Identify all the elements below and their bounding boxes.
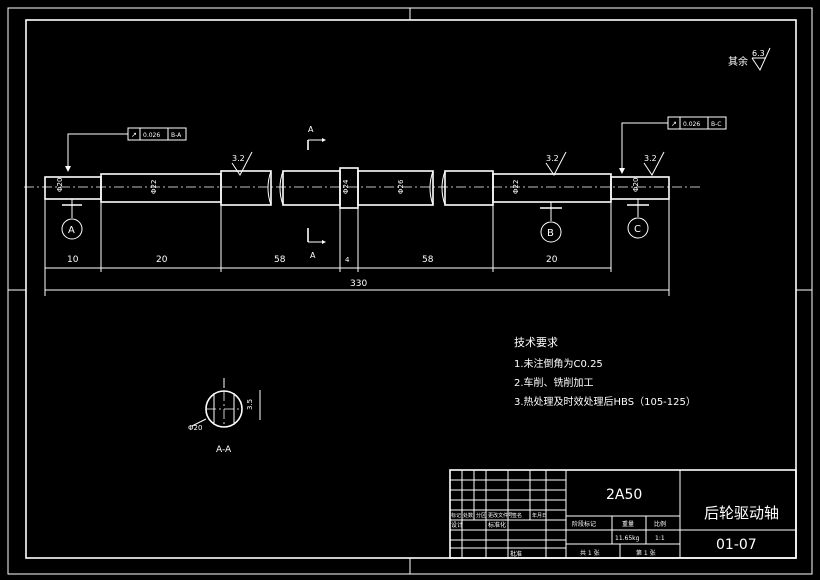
svg-text:0.026: 0.026 [683,121,700,128]
section-view: Φ20 3.5 A-A [188,378,261,455]
dia-label: Φ20 [56,178,64,192]
section-view-title: A-A [216,445,232,455]
tb-row-label: 标记 [451,512,461,519]
tb-design-label: 设计 [451,521,463,529]
default-roughness-label: 其余 [728,55,748,68]
tb-row-label: 分区 [476,512,486,519]
roughness-value: 3.2 [546,154,559,163]
dim-seg4: 4 [345,256,350,264]
drawing-frame [25,19,797,559]
tech-requirements: 技术要求 1.未注倒角为C0.25 2.车削、铣削加工 3.热处理及时效处理后H… [514,336,696,408]
section-flat: 3.5 [246,399,254,410]
tb-row-label: 年月日 [532,512,547,519]
svg-text:B-C: B-C [711,121,721,128]
tb-scale: 1:1 [655,535,665,542]
tb-approve-label: 批准 [510,550,522,558]
datum-a-label: A [68,225,75,236]
tech-item: 2.车削、铣削加工 [514,376,594,389]
dia-label: Φ22 [512,180,520,194]
datum-markers: A B C [61,199,649,243]
tb-drawing-no: 01-07 [716,537,757,553]
outer-frame [7,7,813,575]
dia-label: Φ24 [342,179,350,194]
tb-stage-label: 阶段标记 [572,520,596,528]
tb-row-label: 签名 [512,512,522,519]
tb-row-label: 更改文件号 [488,512,513,519]
tech-title: 技术要求 [514,336,558,349]
roughness-value: 3.2 [644,154,657,163]
tb-part-name: 后轮驱动轴 [704,504,779,522]
tb-sheet: 第 1 张 [636,549,656,557]
roughness-symbols: 3.2 3.2 3.2 [231,151,665,176]
default-roughness: 其余 6.3 [728,47,771,72]
dia-label: Φ22 [150,180,158,194]
shaft-outline [44,167,670,209]
tb-scale-label: 比例 [654,520,666,528]
roughness-value: 3.2 [232,154,245,163]
tb-standardize-label: 标准化 [488,521,506,529]
default-roughness-value: 6.3 [752,49,765,58]
title-block: 标记 处数 分区 更改文件号 签名 年月日 设计 标准化 批准 2A50 阶段标… [449,469,797,559]
dimensions: 10 20 58 4 58 20 330 [44,199,670,296]
tolerance-frame-left: ↗ 0.026 B-A [65,127,187,172]
tech-item: 3.热处理及时效处理后HBS（105-125） [514,395,696,408]
svg-text:↗: ↗ [671,120,677,128]
tech-item: 1.未注倒角为C0.25 [514,357,603,370]
section-dia: Φ20 [188,424,202,432]
dim-seg6: 20 [546,255,558,265]
diameter-labels: Φ20 Φ22 Φ24 Φ26 Φ22 Φ20 [56,178,640,194]
dim-seg1: 10 [67,255,79,265]
tb-row-label: 处数 [463,512,473,519]
svg-text:B-A: B-A [171,132,182,139]
datum-c-label: C [634,224,641,235]
tolerance-frame-right: ↗ 0.026 B-C [619,116,727,174]
dim-seg5: 58 [422,255,434,265]
tb-material: 2A50 [606,487,642,503]
dim-overall: 330 [350,279,367,289]
section-label-bottom: A [310,251,316,260]
section-label-top: A [308,125,314,134]
dia-label: Φ20 [632,178,640,192]
dia-label: Φ26 [397,179,405,194]
svg-text:0.026: 0.026 [143,132,160,139]
datum-b-label: B [547,228,554,239]
tb-weight: 11.65kg [615,535,640,542]
dim-seg2: 20 [156,255,168,265]
section-cut-marks: A A [307,125,326,260]
tb-sheets: 共 1 张 [580,549,600,557]
svg-text:↗: ↗ [131,131,137,139]
tb-weight-label: 重量 [622,520,634,528]
dim-seg3: 58 [274,255,286,265]
